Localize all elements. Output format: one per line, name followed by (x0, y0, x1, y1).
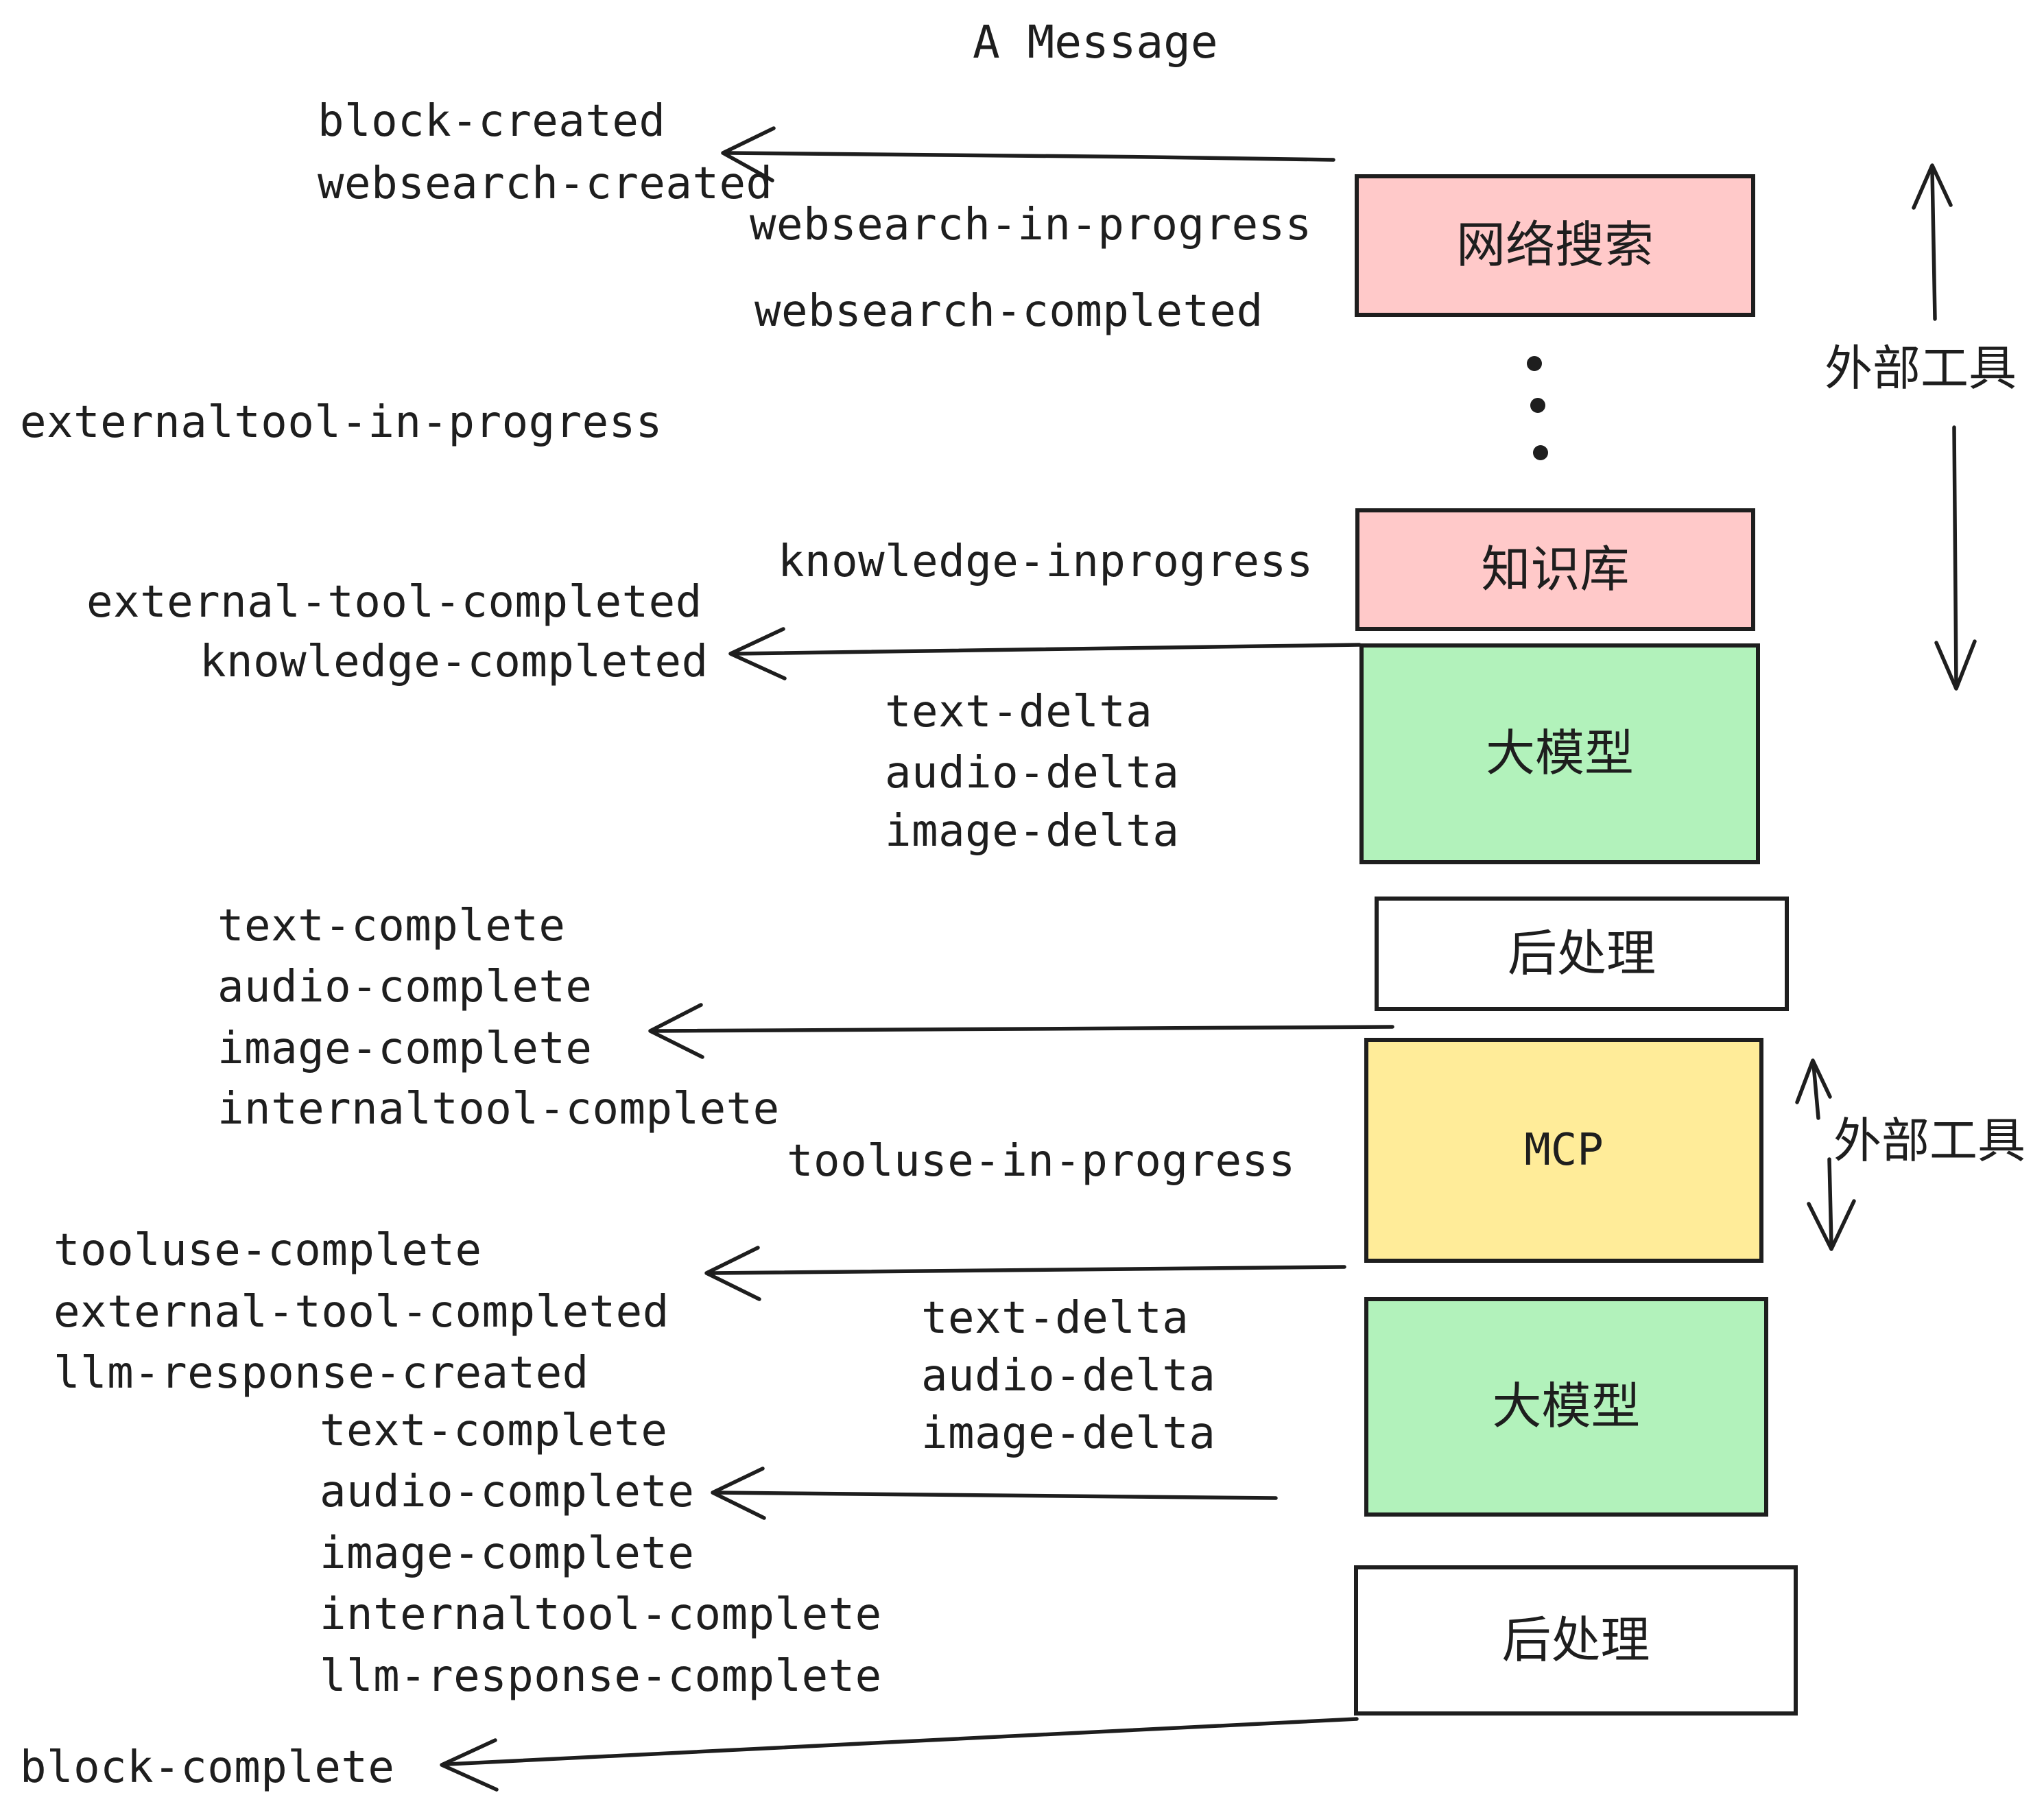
arrow-external-tools-mid-up (1811, 1063, 1820, 1120)
arrow-tooluse-complete-head (704, 1246, 761, 1301)
arrow-external-tools-top-down (1952, 425, 1958, 687)
event-label-knowledge-completed: knowledge-completed (200, 637, 709, 687)
event-label-audio-complete-top: audio-complete (217, 962, 593, 1012)
event-label-externaltool-in-progress: externaltool-in-progress (20, 397, 663, 448)
arrow-audio-complete (715, 1491, 1278, 1500)
event-label-image-delta-top: image-delta (885, 806, 1180, 857)
event-label-text-complete-bottom: text-complete (320, 1405, 668, 1456)
arrow-knowledge-completed (733, 643, 1362, 656)
event-label-external-tool-completed-2: external-tool-completed (54, 1287, 669, 1338)
box-knowledge: 知识库 (1355, 508, 1755, 631)
arrow-tooluse-complete (710, 1265, 1346, 1275)
box-mcp-label: MCP (1524, 1125, 1604, 1176)
arrow-external-tools-mid-up-head (1795, 1058, 1832, 1104)
event-label-image-complete-top: image-complete (217, 1023, 593, 1074)
box-llm-bottom-label: 大模型 (1492, 1379, 1641, 1434)
arrow-external-tools-top-up (1930, 167, 1937, 321)
side-label-external-tools-middle: 外部工具 (1833, 1114, 2025, 1167)
box-websearch: 网络搜索 (1355, 174, 1755, 317)
box-llm-top: 大模型 (1359, 643, 1760, 864)
event-label-websearch-completed: websearch-completed (754, 286, 1263, 337)
event-label-tooluse-complete: tooluse-complete (54, 1225, 482, 1276)
event-label-image-delta-bottom: image-delta (921, 1408, 1216, 1459)
side-label-external-tools-top: 外部工具 (1825, 342, 2017, 395)
box-llm-bottom: 大模型 (1364, 1297, 1768, 1517)
arrow-block-complete-head (440, 1738, 499, 1792)
event-label-internaltool-complete-bottom: internaltool-complete (320, 1589, 882, 1640)
arrow-audio-complete-head (711, 1467, 766, 1520)
arrow-block-complete (445, 1717, 1359, 1766)
event-label-external-tool-completed: external-tool-completed (86, 577, 702, 628)
event-label-block-created: block-created (318, 96, 666, 147)
box-post-top: 后处理 (1375, 897, 1789, 1011)
arrow-external-tools-top-up-head (1912, 163, 1953, 210)
event-label-llm-response-complete: llm-response-complete (320, 1651, 882, 1702)
arrow-block-created-head (721, 126, 776, 182)
event-label-websearch-created: websearch-created (318, 158, 773, 209)
box-post-top-label: 后处理 (1507, 926, 1656, 982)
event-label-image-complete-bottom: image-complete (320, 1528, 695, 1579)
event-label-websearch-in-progress: websearch-in-progress (750, 200, 1312, 250)
arrow-knowledge-completed-head (728, 627, 787, 680)
box-llm-top-label: 大模型 (1485, 726, 1634, 781)
event-label-llm-response-created: llm-response-created (54, 1348, 589, 1399)
event-label-internaltool-complete-top: internaltool-complete (217, 1084, 780, 1135)
arrow-external-tools-top-down-head (1934, 639, 1977, 691)
event-label-audio-delta-bottom: audio-delta (921, 1351, 1216, 1401)
event-label-text-complete-top: text-complete (217, 901, 566, 951)
diagram-title: A Message (973, 16, 1218, 69)
arrow-image-complete-head (648, 1003, 704, 1059)
box-mcp: MCP (1364, 1038, 1763, 1263)
box-knowledge-label: 知识库 (1481, 542, 1630, 597)
event-label-text-delta-top: text-delta (885, 687, 1153, 737)
arrow-external-tools-mid-down (1827, 1157, 1833, 1246)
event-label-block-complete: block-complete (20, 1742, 395, 1793)
event-label-tooluse-in-progress: tooluse-in-progress (787, 1136, 1296, 1187)
box-post-bottom-label: 后处理 (1501, 1613, 1650, 1668)
event-label-text-delta-bottom: text-delta (921, 1293, 1189, 1344)
event-label-audio-delta-top: audio-delta (885, 748, 1180, 798)
ellipsis-dots (1527, 356, 1548, 460)
box-post-bottom: 后处理 (1354, 1565, 1798, 1716)
arrow-external-tools-mid-down-head (1807, 1199, 1856, 1251)
event-label-knowledge-inprogress: knowledge-inprogress (778, 536, 1314, 587)
arrow-image-complete (654, 1025, 1394, 1033)
box-websearch-label: 网络搜索 (1455, 218, 1654, 273)
arrow-block-created (726, 151, 1335, 162)
event-label-audio-complete-bottom: audio-complete (320, 1467, 695, 1517)
